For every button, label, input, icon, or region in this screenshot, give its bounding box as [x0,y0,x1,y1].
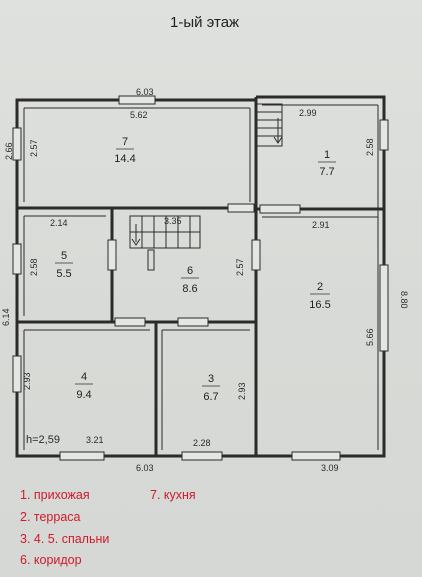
room-1-area: 7.7 [319,166,334,178]
door-hall-terrace [259,204,301,214]
window-hall [379,119,389,151]
dim-bedroom3-height: 2.93 [237,382,247,400]
window-bedroom4 [12,355,22,393]
dim-bedroom4-width: 3.21 [86,435,104,445]
legend-item-6: 6. коридор [20,553,82,567]
room-2-number: 2 [317,281,323,293]
legend-item-2: 2. терраса [20,510,81,524]
dim-stair-width: 3.35 [164,216,182,226]
dim-bottom-left-overall: 6.03 [136,463,154,473]
room-legend: 1. прихожая 7. кухня 2. терраса 3. 4. 5.… [20,488,410,574]
door-bedroom3 [177,317,209,327]
legend-item-1: 1. прихожая [20,488,90,502]
dim-kitchen-height: 2.57 [29,139,39,157]
dim-terrace-height: 5.66 [365,328,375,346]
room-6-number: 6 [187,265,193,277]
window-bedroom4-bottom [59,451,105,461]
room-7-area: 14.4 [114,153,135,165]
openings [12,95,389,461]
dim-ceiling-height: h=2,59 [26,434,60,446]
door-terrace [251,239,261,271]
door-bedroom5 [107,239,117,271]
room-6-area: 8.6 [182,283,197,295]
plan-title: 1-ый этаж [170,14,239,31]
dim-top-overall: 6.03 [136,87,154,97]
window-terrace-bottom [291,451,341,461]
door-kitchen [227,203,255,213]
dim-bedroom4-height: 2.93 [22,372,32,390]
dim-left-overall: 6.14 [1,308,11,326]
room-3-area: 6.7 [203,391,218,403]
dim-right-overall: 8.80 [399,291,409,309]
dim-kitchen-width: 5.62 [130,110,148,120]
dim-bedroom5-height: 2.58 [29,258,39,276]
dim-hall-width: 2.99 [299,108,317,118]
room-5-area: 5.5 [56,268,71,280]
dimension-labels: 6.03 5.62 2.66 2.57 2.99 2.58 2.91 2.14 … [1,87,409,473]
stairs [129,103,283,271]
dim-left-top: 2.66 [4,142,14,160]
legend-item-3-4-5: 3. 4. 5. спальни [20,532,110,546]
dim-bottom-right: 3.09 [321,463,339,473]
window-kitchen-top [118,95,156,105]
room-7-number: 7 [122,136,128,148]
room-4-area: 9.4 [76,389,91,401]
window-kitchen-left [12,127,22,161]
room-5-number: 5 [61,250,67,262]
dim-corridor-height: 2.57 [235,258,245,276]
window-bedroom5 [12,243,22,275]
room-4-number: 4 [81,371,87,383]
door-bedroom4 [114,317,146,327]
room-labels: 7 14.4 1 7.7 5 5.5 6 8.6 2 16.5 4 9.4 3 … [55,136,336,403]
dim-bedroom3-width: 2.28 [193,438,211,448]
dim-terrace-width: 2.91 [312,220,330,230]
window-bedroom3-bottom [181,451,223,461]
room-2-area: 16.5 [309,299,330,311]
legend-item-7: 7. кухня [150,488,196,502]
window-terrace-right [379,264,389,352]
dim-hall-height: 2.58 [365,138,375,156]
dim-bedroom5-width: 2.14 [50,218,68,228]
room-1-number: 1 [324,149,330,161]
room-3-number: 3 [208,373,214,385]
